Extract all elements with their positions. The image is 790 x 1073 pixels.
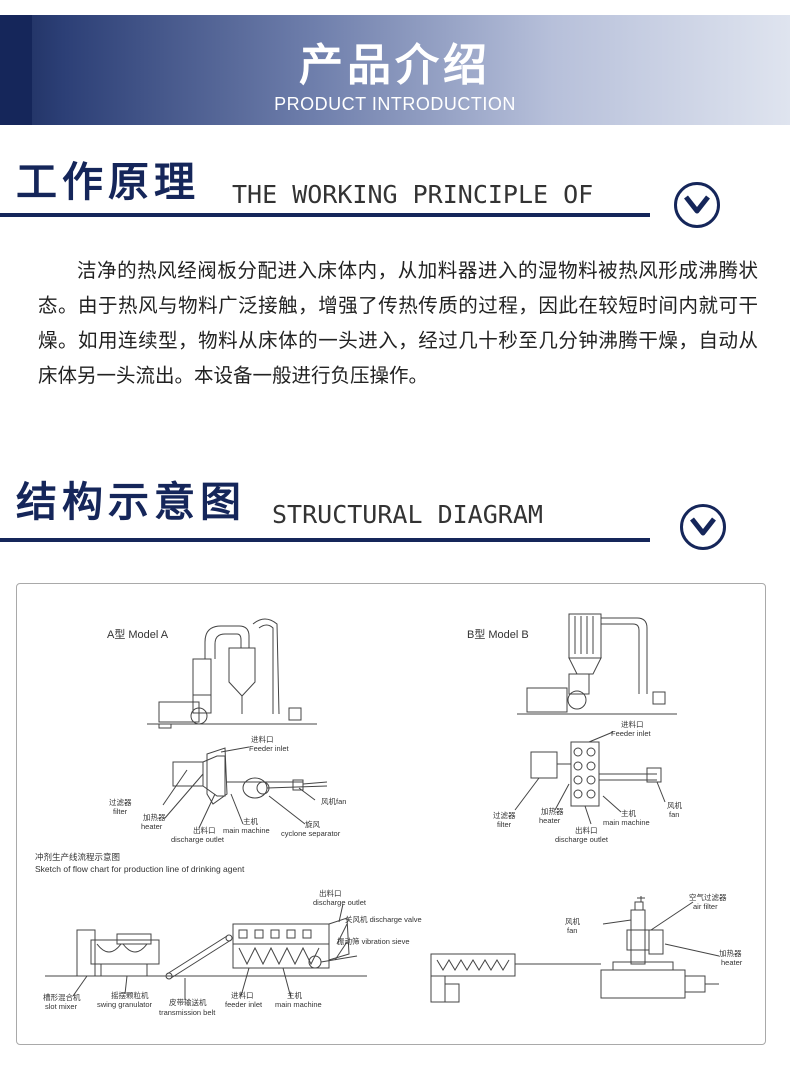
label-a-cyclone-en: cyclone separator [281,829,341,838]
label-a-fan: 风机fan [321,796,346,806]
label-b-discharge-cn: 出料口 [575,825,598,835]
model-a-label: A型 Model A [107,627,169,641]
structure-divider [0,538,650,542]
structure-title-en: STRUCTURAL DIAGRAM [272,500,543,529]
principle-paragraph: 洁净的热风经阀板分配进入床体内，从加料器进入的湿物料被热风形成沸腾状态。由于热风… [38,259,758,387]
product-intro-banner: 产品介绍 PRODUCT INTRODUCTION [0,15,790,125]
label-b-main-en: main machine [603,818,650,827]
label-b-feeder-cn: 进料口 [621,719,644,729]
label-a-filter-cn: 过滤器 [109,797,132,807]
diagram-drawing: A型 Model A 进料口 F [35,613,743,1017]
banner-accent-bar [0,15,32,125]
label-a-filter-en: filter [113,807,128,816]
structural-diagram: A型 Model A 进料口 F [16,583,766,1045]
label-a-discharge-cn: 出料口 [193,825,216,835]
label-flow-slot-cn: 槽形混合机 [43,992,81,1002]
label-flow-feeder-en: feeder inlet [225,1000,263,1009]
label-flow-slot-en: slot mixer [45,1002,78,1011]
label-flow-valve: 关风机 discharge valve [345,914,422,924]
label-b-discharge-en: discharge outlet [555,835,609,844]
chevron-down-circle-icon[interactable] [674,182,720,228]
label-right-heater-cn: 加热器 [719,948,742,958]
label-b-heater-en: heater [539,816,561,825]
label-right-airfilter-cn: 空气过滤器 [689,892,727,902]
label-b-heater-cn: 加热器 [541,806,564,816]
label-flow-belt-en: transmission belt [159,1008,216,1017]
label-right-fan-cn: 风机 [565,916,580,926]
principle-section-header: 工作原理 THE WORKING PRINCIPLE OF [0,156,790,236]
label-flow-sieve: 振动筛 vibration sieve [337,936,410,946]
label-a-heater-en: heater [141,822,163,831]
label-b-filter-en: filter [497,820,512,829]
label-a-cyclone-cn: 旋风 [305,819,320,829]
label-flow-swing-cn: 摇摆颗粒机 [111,990,149,1000]
principle-title-en: THE WORKING PRINCIPLE OF [232,180,594,209]
label-flow-main-cn: 主机 [287,990,302,1000]
label-right-heater-en: heater [721,958,743,967]
label-b-main-cn: 主机 [621,808,636,818]
label-flow-belt-cn: 皮带输送机 [169,997,207,1007]
label-a-discharge-en: discharge outlet [171,835,225,844]
label-right-fan-en: fan [567,926,577,935]
label-a-heater-cn: 加热器 [143,812,166,822]
principle-title-cn: 工作原理 [16,158,200,206]
banner-title: 产品介绍 [299,40,491,91]
flow-title-cn: 冲剂生产线流程示意图 [35,852,120,862]
label-flow-discharge-en: discharge outlet [313,898,367,907]
chevron-down-circle-icon[interactable] [680,504,726,550]
flow-title-en: Sketch of flow chart for production line… [35,864,245,874]
label-right-airfilter-en: air filter [693,902,718,911]
label-b-fan-en: fan [669,810,679,819]
label-a-feeder-cn: 进料口 [251,734,274,744]
model-b-label: B型 Model B [467,627,529,641]
label-flow-discharge-cn: 出料口 [319,888,342,898]
label-flow-swing-en: swing granulator [97,1000,153,1009]
principle-divider [0,213,650,217]
label-a-main-en: main machine [223,826,270,835]
label-flow-feeder-cn: 进料口 [231,990,254,1000]
structure-section-header: 结构示意图 STRUCTURAL DIAGRAM [0,476,790,556]
banner-subtitle: PRODUCT INTRODUCTION [274,94,516,114]
structure-title-cn: 结构示意图 [16,478,246,526]
label-a-main-cn: 主机 [243,816,258,826]
label-b-feeder-en: Feeder inlet [611,729,652,738]
label-a-feeder-en: Feeder inlet [249,744,290,753]
label-b-filter-cn: 过滤器 [493,810,516,820]
label-b-fan-cn: 风机 [667,800,682,810]
label-flow-main-en: main machine [275,1000,322,1009]
